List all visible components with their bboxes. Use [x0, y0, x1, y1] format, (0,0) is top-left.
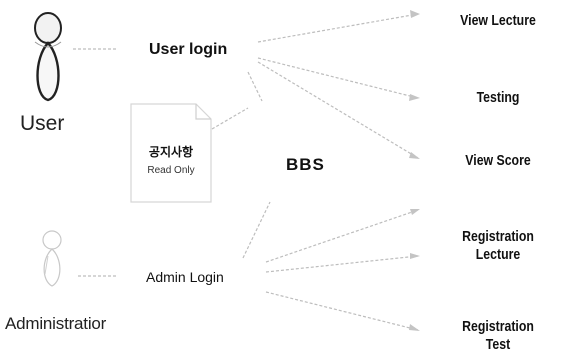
connector-user-login-to-bbs	[247, 71, 263, 102]
registration-lecture-label-line1: Registration	[462, 228, 534, 245]
arrowhead-view-score	[409, 152, 420, 159]
testing-label: Testing	[476, 89, 520, 106]
notice-note: 공지사항 Read Only	[130, 103, 212, 203]
admin-actor-icon	[42, 230, 62, 287]
arrowhead-registration-test	[409, 324, 420, 331]
arrowhead-registration-lecture-2	[410, 253, 420, 259]
view-score-label: View Score	[465, 152, 531, 169]
connector-note-to-user-login	[211, 107, 249, 130]
registration-test-label-line2: Test	[485, 336, 511, 353]
connector-user-login-to-testing	[257, 57, 419, 99]
connector-admin-login-to-bbs	[242, 201, 271, 259]
registration-lecture-node: Registration Lecture	[449, 228, 547, 264]
connector-admin-login-to-registration-test	[265, 291, 419, 331]
view-lecture-label: View Lecture	[460, 12, 536, 29]
connector-user-login-to-view-lecture	[257, 13, 419, 43]
registration-test-node: Registration Test	[449, 318, 547, 354]
note-title: 공지사항	[148, 145, 194, 159]
view-lecture-node: View Lecture	[449, 12, 547, 30]
connector-user-login-to-view-score	[257, 61, 419, 159]
admin-login-node: Admin Login	[146, 269, 224, 285]
note-subtitle: Read Only	[147, 165, 195, 176]
note-shape-icon	[130, 103, 212, 203]
view-score-node: View Score	[449, 152, 547, 170]
user-actor-label: User	[20, 112, 65, 135]
user-login-node: User login	[149, 41, 228, 58]
registration-lecture-label-line2: Lecture	[475, 246, 521, 263]
admin-actor-label: Administratior	[5, 314, 107, 333]
testing-node: Testing	[449, 89, 547, 107]
connector-admin-login-to-registration-lecture-2	[265, 255, 419, 273]
arrowhead-registration-lecture	[410, 209, 420, 215]
arrowhead-view-lecture	[410, 10, 420, 18]
bbs-node: BBS	[286, 155, 325, 174]
arrowhead-testing	[409, 94, 420, 101]
user-actor-icon	[34, 12, 62, 102]
registration-test-label-line1: Registration	[462, 318, 534, 335]
connector-admin-login-to-registration-lecture	[265, 209, 419, 263]
